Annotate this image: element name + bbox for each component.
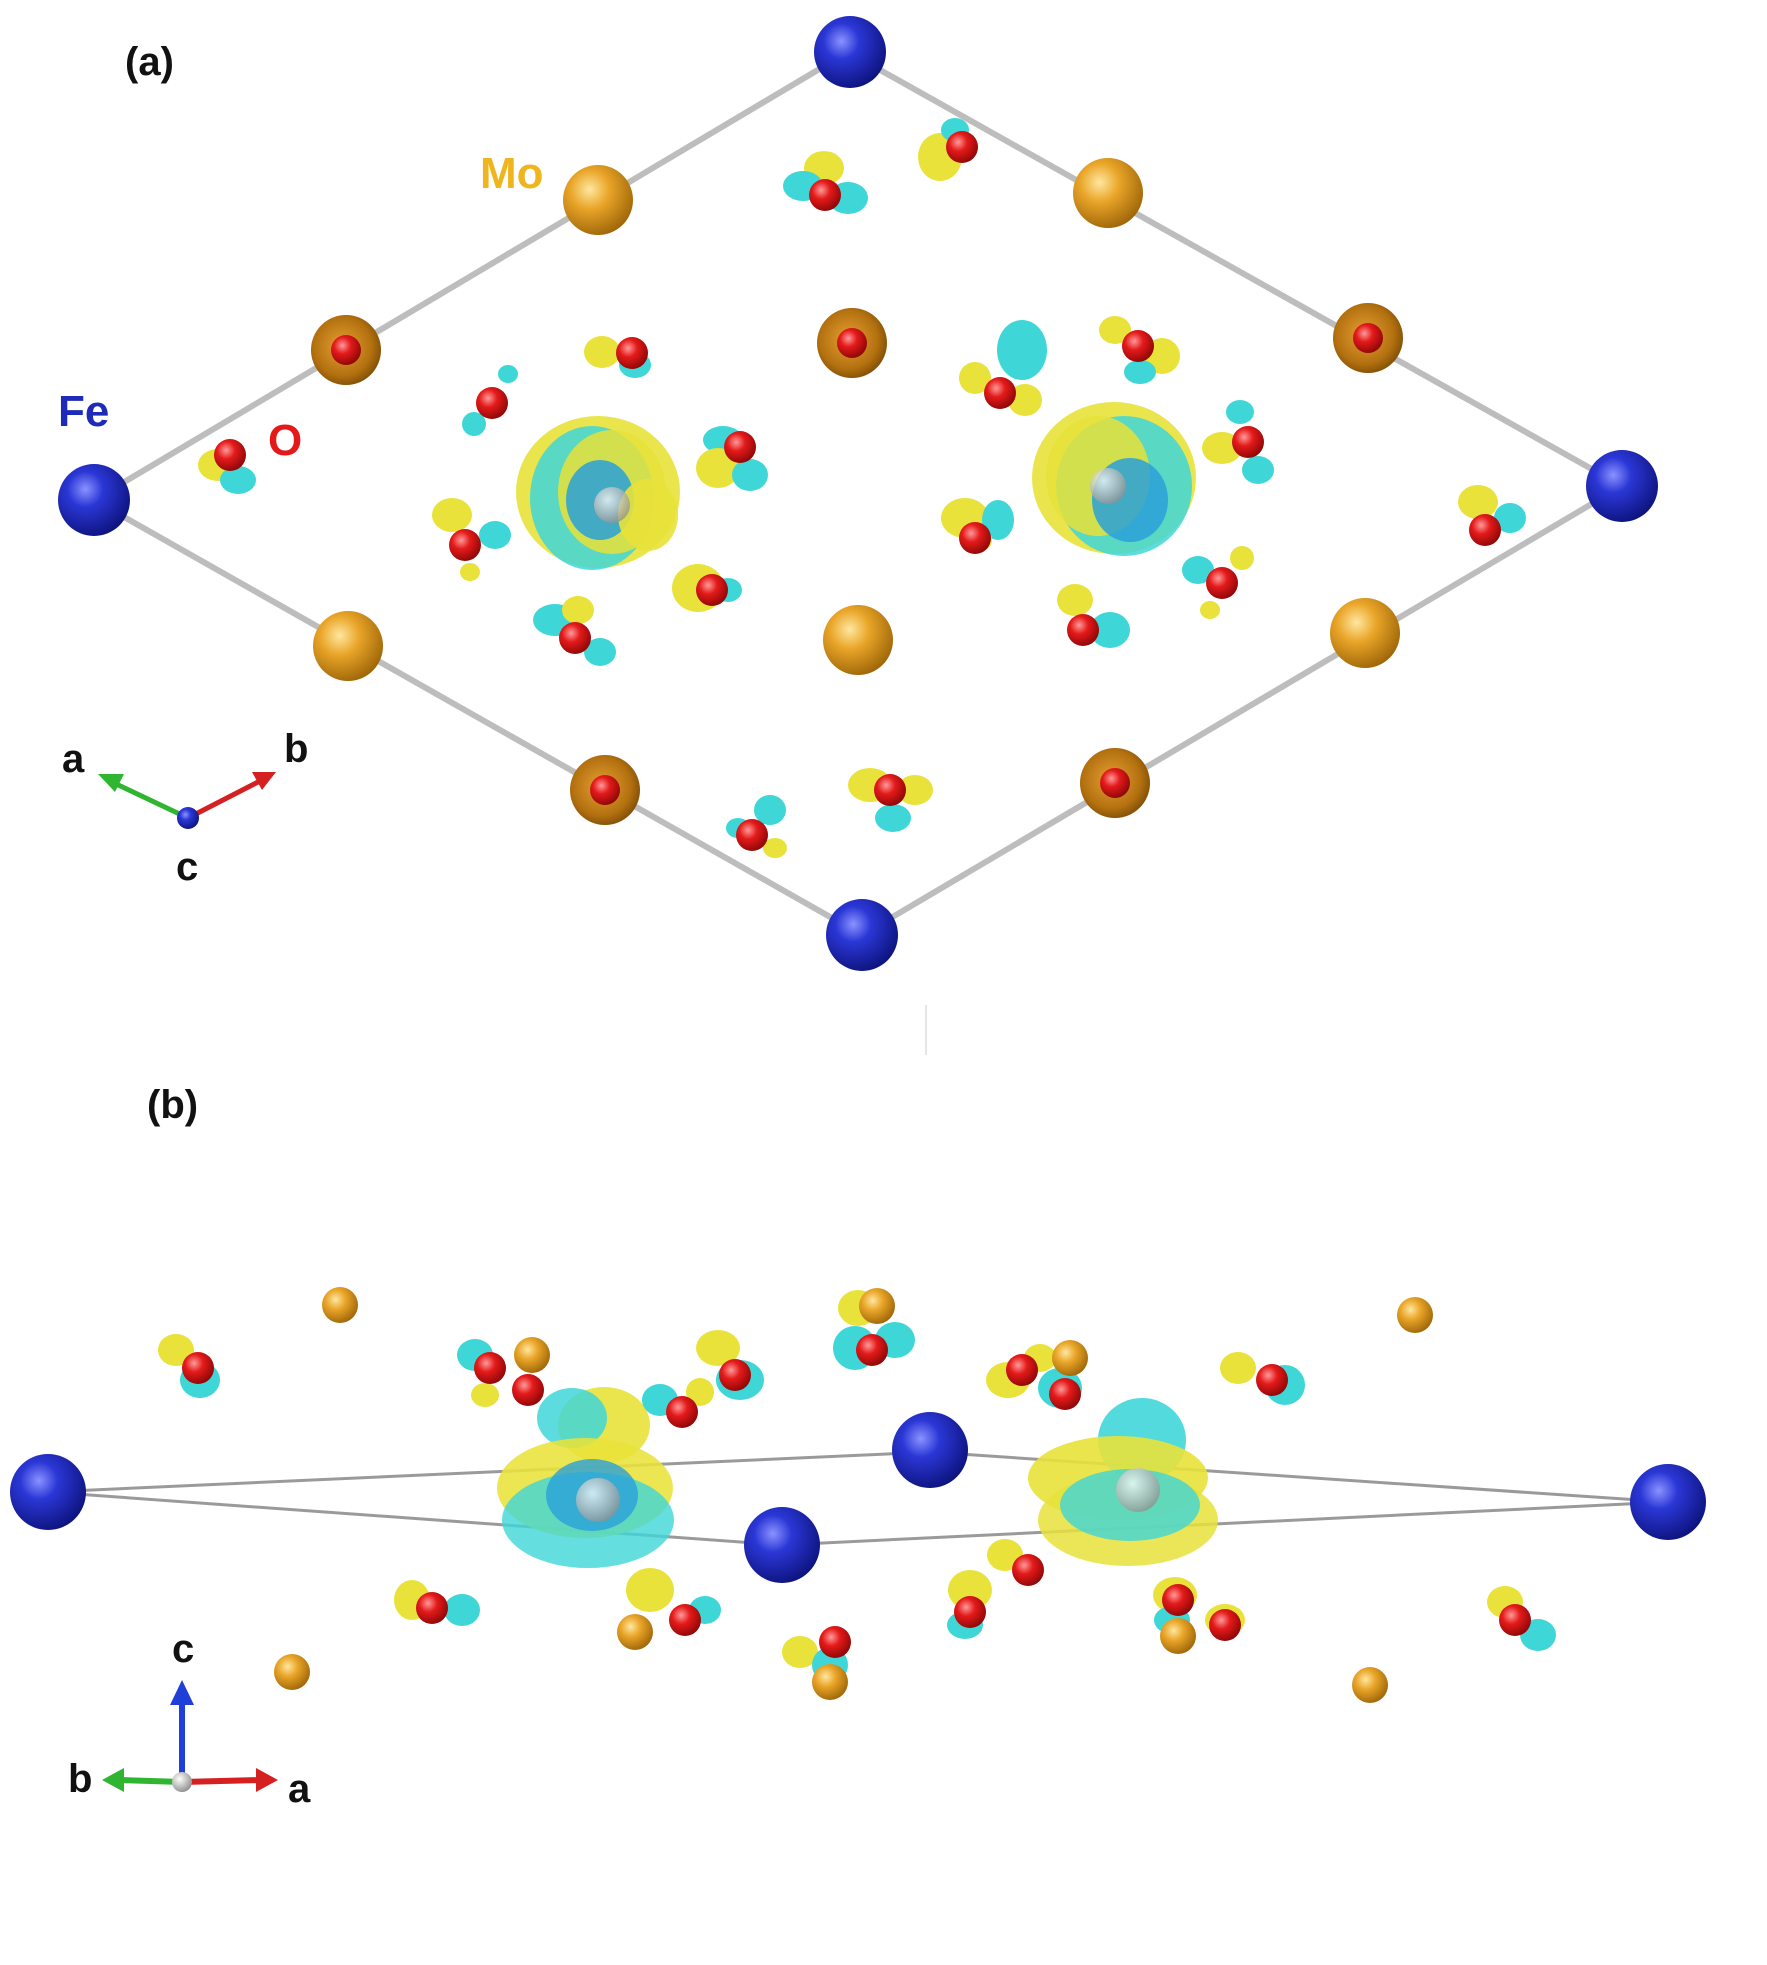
isosurface-large-left-a xyxy=(516,416,680,570)
label-o: O xyxy=(268,416,302,465)
axes-triad-b: c b a xyxy=(68,1627,311,1811)
axis-label-b-panel-b: b xyxy=(68,1757,92,1801)
axis-label-c-panel-b: c xyxy=(172,1627,194,1671)
axis-label-a-panel-b: a xyxy=(288,1767,311,1811)
oxygen-cluster-a xyxy=(198,118,1526,858)
panel-a: (a) xyxy=(58,16,1658,971)
axis-label-c-panel-a: c xyxy=(176,845,198,889)
mo-atoms-a xyxy=(311,158,1403,825)
oxygen-cluster-b xyxy=(158,1288,1556,1700)
unit-cell-outline-b xyxy=(47,1450,1669,1547)
fe-atoms-b xyxy=(10,1412,1706,1583)
isosurface-large-left-b xyxy=(497,1387,674,1568)
fe-atoms-a xyxy=(58,16,1658,971)
panel-a-label: (a) xyxy=(125,40,174,84)
panel-b: (b) xyxy=(10,1083,1706,1811)
label-mo: Mo xyxy=(480,149,544,198)
mo-atoms-b xyxy=(274,1287,1433,1703)
label-fe: Fe xyxy=(58,387,109,436)
isosurface-large-right-b xyxy=(1028,1398,1218,1566)
isosurface-large-right-a xyxy=(1032,402,1196,556)
axes-triad-a: a b c xyxy=(62,727,308,889)
axis-label-b-panel-a: b xyxy=(284,727,308,771)
axis-label-a-panel-a: a xyxy=(62,737,85,781)
panel-b-label: (b) xyxy=(147,1083,198,1127)
